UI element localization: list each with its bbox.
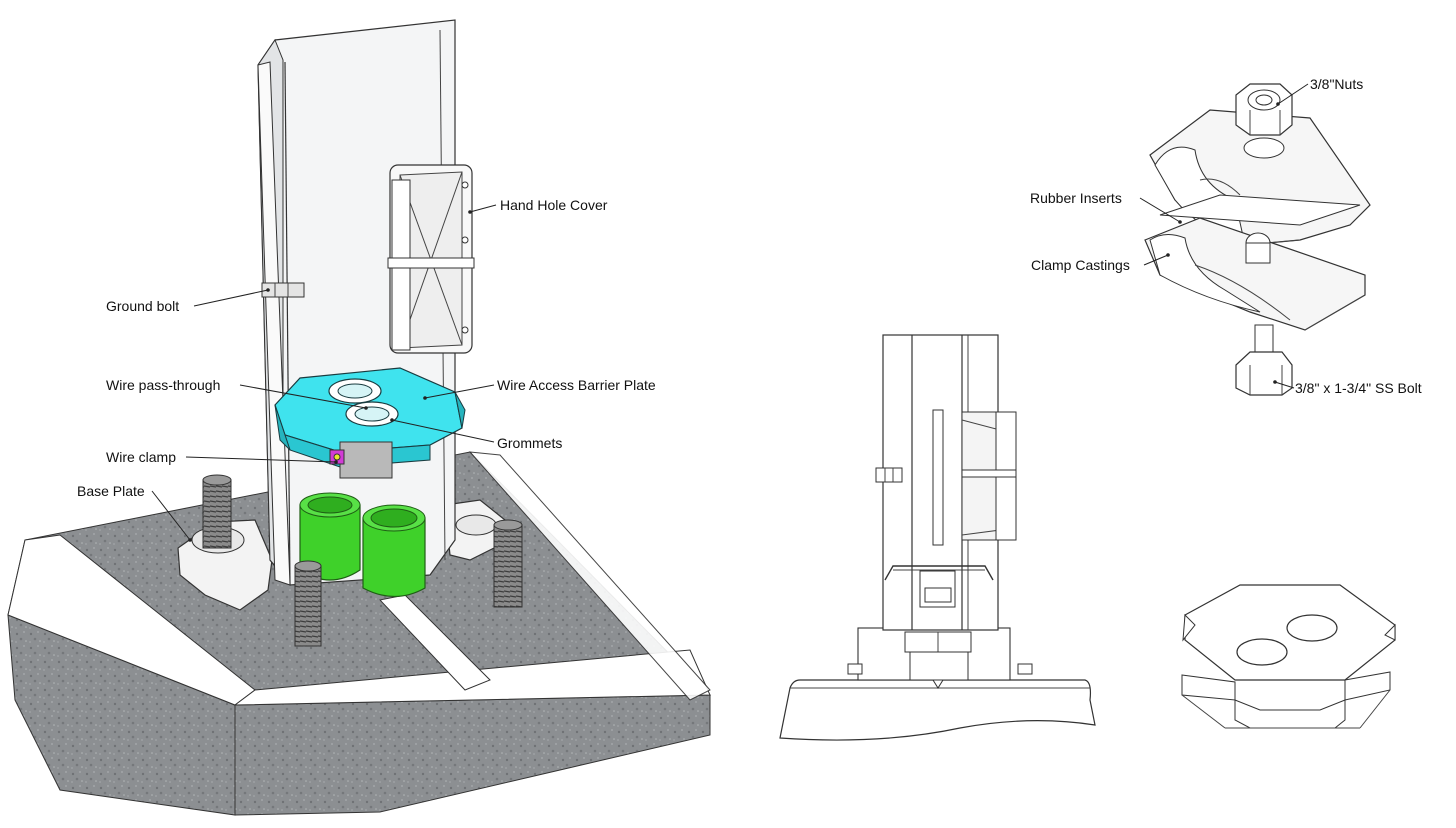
main-view-leaders bbox=[151, 204, 497, 542]
label-ground-bolt: Ground bolt bbox=[106, 298, 179, 314]
label-base-plate: Base Plate bbox=[77, 483, 145, 499]
clamp-detail: 3/8"Nuts Rubber Inserts Clamp Castings 3… bbox=[1030, 76, 1422, 396]
top-nut bbox=[1235, 83, 1293, 136]
label-wire-access-barrier-plate: Wire Access Barrier Plate bbox=[497, 377, 656, 393]
label-ss-bolt: 3/8" x 1-3/4" SS Bolt bbox=[1295, 380, 1422, 396]
clamp-leaders bbox=[1139, 83, 1309, 389]
side-view bbox=[779, 334, 1096, 741]
label-wire-clamp: Wire clamp bbox=[106, 449, 176, 465]
ground-bolt bbox=[261, 282, 305, 298]
label-grommets: Grommets bbox=[497, 435, 562, 451]
grommets bbox=[328, 378, 399, 427]
label-wire-pass-through: Wire pass-through bbox=[106, 377, 220, 393]
label-nuts: 3/8"Nuts bbox=[1310, 76, 1363, 92]
lower-clamp-casting bbox=[1144, 217, 1366, 331]
label-clamp-castings: Clamp Castings bbox=[1031, 257, 1130, 273]
anchor-bolts bbox=[202, 474, 523, 647]
label-hand-hole-cover: Hand Hole Cover bbox=[500, 197, 608, 213]
label-rubber-inserts: Rubber Inserts bbox=[1030, 190, 1122, 206]
wire-clamp bbox=[329, 441, 393, 479]
hand-hole-cover bbox=[387, 164, 475, 354]
base-plate bbox=[177, 499, 506, 611]
main-assembly-view: Hand Hole Cover Ground bolt Wire pass-th… bbox=[7, 19, 711, 816]
conduits bbox=[299, 492, 426, 597]
ss-bolt bbox=[1235, 324, 1293, 396]
barrier-plate-detail bbox=[1181, 584, 1396, 729]
